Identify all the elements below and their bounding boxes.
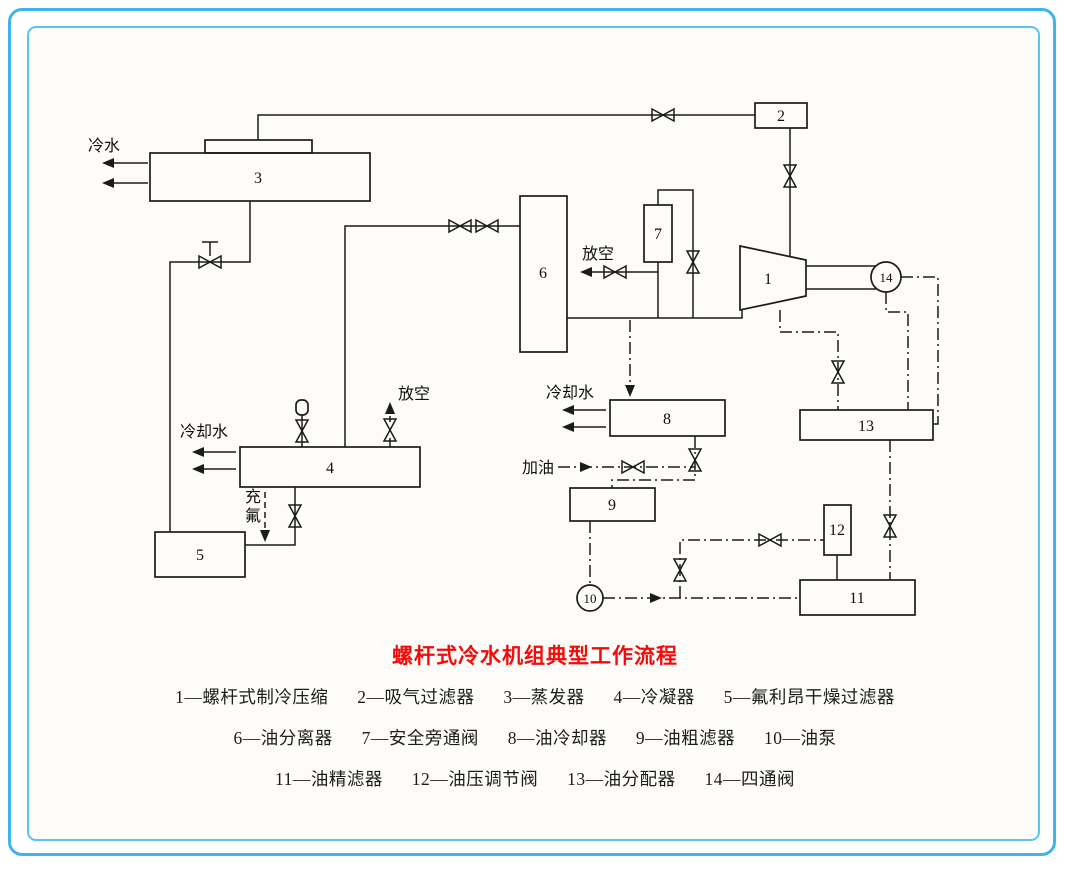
separator-to-condenser-pipe: [344, 225, 520, 447]
cooling-water-oilcooler-label: 冷却水: [546, 384, 594, 402]
legend-item: 3—蒸发器: [503, 687, 585, 707]
oil-pump-circle: [576, 584, 604, 612]
relief-capsule: [295, 399, 309, 416]
oilcooler-to-strainer-pipe: [611, 436, 696, 488]
legend-item: 14—四通阀: [704, 769, 795, 789]
label-suction-filter: 2: [777, 108, 785, 125]
legend-item: 2—吸气过滤器: [357, 687, 475, 707]
fourway-to-distributor-pipe-2: [901, 276, 939, 425]
vent-arrow-icon: [580, 267, 592, 277]
oil-cooler-box: [609, 399, 726, 437]
valve-icon: [673, 558, 687, 582]
label-coarse-filter: 9: [608, 497, 616, 514]
legend-row-2: 6—油分离器 7—安全旁通阀 8—油冷却器 9—油粗滤器 10—油泵: [40, 725, 1030, 750]
bypass-around-pipe: [657, 189, 694, 318]
legend-item: 9—油粗滤器: [635, 728, 736, 748]
label-safety-bypass: 7: [654, 226, 662, 243]
label-oil-pump: 10: [584, 591, 597, 606]
riser-to-regulator-pipe: [679, 539, 824, 598]
label-pressure-valve: 12: [829, 522, 845, 539]
oil-pipes: [558, 276, 939, 599]
label-distributor: 13: [858, 418, 874, 435]
oil-separator-box: [519, 195, 568, 353]
oil-distributor-box: [799, 409, 934, 441]
legend-row-1: 1—螺杆式制冷压缩 2—吸气过滤器 3—蒸发器 4—冷凝器 5—氟利昂干燥过滤器: [40, 684, 1030, 709]
label-condenser: 4: [326, 460, 334, 477]
legend-item: 12—油压调节阀: [411, 769, 539, 789]
arrow-icon: [102, 158, 114, 168]
oil-pressure-valve-box: [823, 504, 852, 556]
cold-water-label: 冷水: [88, 137, 120, 155]
drier-filter-box: [154, 531, 246, 578]
charge-fluorine-label: 充氟: [242, 488, 259, 526]
fine-oil-filter-box: [799, 579, 916, 616]
suction-pipe-top: [257, 114, 755, 140]
legend-item: 5—氟利昂干燥过滤器: [723, 687, 895, 707]
arrow-icon: [562, 405, 574, 415]
flow-arrows: [102, 158, 662, 603]
valves: [198, 108, 897, 582]
add-oil-label: 加油: [522, 459, 554, 477]
condenser-to-drier-pipe: [245, 487, 296, 546]
pump-out-arrow-icon: [650, 593, 662, 603]
coarse-oil-filter-box: [569, 487, 656, 522]
label-compressor: 1: [764, 271, 772, 288]
legend-item: 1—螺杆式制冷压缩: [175, 687, 329, 707]
four-way-valve-circle: [870, 261, 902, 293]
label-oil-separator: 6: [539, 265, 547, 282]
compressor-symbol: [739, 244, 807, 312]
evaporator-dome: [204, 139, 313, 154]
label-fine-filter: 11: [849, 590, 864, 607]
label-four-way-valve: 14: [880, 270, 894, 285]
evaporator-box: [149, 152, 371, 202]
legend-item: 6—油分离器: [233, 728, 333, 748]
oil-drain-arrow-icon: [625, 385, 635, 397]
cooling-water-condenser-label: 冷却水: [180, 423, 228, 441]
charge-arrow-icon: [260, 530, 270, 542]
compressor-to-distributor-pipe: [779, 310, 839, 410]
inner-border: [27, 26, 1040, 841]
legend-item: 13—油分配器: [567, 769, 676, 789]
label-evaporator: 3: [254, 170, 262, 187]
flow-text-labels: 冷水 放空 放空 冷却水 冷却水 加油: [88, 137, 614, 477]
legend-item: 11—油精滤器: [275, 769, 383, 789]
valve-icon: [383, 418, 397, 442]
diagram-title: 螺杆式冷水机组典型工作流程: [392, 644, 678, 668]
legend-item: 7—安全旁通阀: [361, 728, 479, 748]
label-drier-filter: 5: [196, 547, 204, 564]
vent-condenser-label: 放空: [398, 385, 430, 403]
component-numbers: 1 2 3 4 5 6 7 8 9 10 11 12 13 14: [196, 108, 893, 607]
legend-item: 10—油泵: [764, 728, 837, 748]
arrow-icon: [192, 447, 204, 457]
vent-up-arrow-icon: [385, 402, 395, 414]
add-oil-arrow-icon: [580, 462, 592, 472]
arrow-icon: [192, 464, 204, 474]
legend-item: 4—冷凝器: [613, 687, 695, 707]
safety-bypass-valve-box: [643, 204, 673, 263]
suction-filter-box: [754, 102, 808, 129]
refrigerant-pipes: [169, 114, 876, 580]
legend-item: 8—油冷却器: [507, 728, 607, 748]
condenser-box: [239, 446, 421, 488]
discharge-pipe: [567, 309, 743, 319]
legend: 1—螺杆式制冷压缩 2—吸气过滤器 3—蒸发器 4—冷凝器 5—氟利昂干燥过滤器…: [40, 684, 1030, 807]
arrow-icon: [562, 422, 574, 432]
component-boxes: [149, 102, 934, 616]
label-oil-cooler: 8: [663, 411, 671, 428]
outer-border: [8, 8, 1056, 856]
legend-row-3: 11—油精滤器 12—油压调节阀 13—油分配器 14—四通阀: [40, 766, 1030, 791]
arrow-icon: [102, 178, 114, 188]
fourway-to-distributor-pipe-1: [885, 292, 909, 410]
vent-separator-label: 放空: [582, 245, 614, 263]
